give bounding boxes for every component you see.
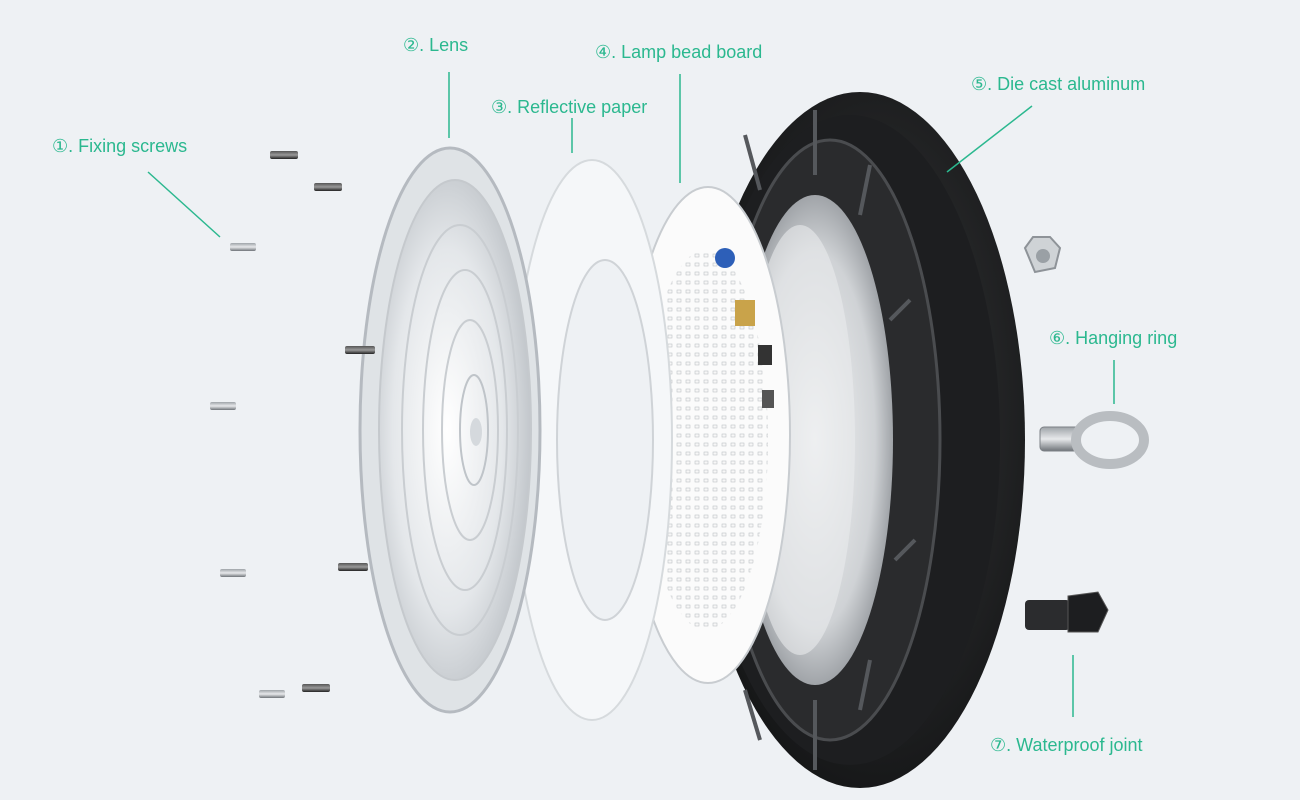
label-waterproof-joint: ⑦. Waterproof joint: [990, 735, 1143, 755]
leader-die-cast-aluminum: [947, 106, 1032, 172]
label-fixing-screws: ①. Fixing screws: [52, 136, 187, 156]
fixing-screws: [210, 151, 375, 698]
label-die-cast-aluminum: ⑤. Die cast aluminum: [971, 74, 1145, 94]
label-hanging-ring: ⑥. Hanging ring: [1049, 328, 1177, 348]
hex-nut: [1025, 237, 1060, 272]
hanging-ring: [1040, 416, 1144, 464]
label-lens: ②. Lens: [403, 35, 468, 55]
lens: [360, 148, 540, 712]
label-reflective-paper: ③. Reflective paper: [491, 97, 647, 117]
label-lamp-bead-board: ④. Lamp bead board: [595, 42, 762, 62]
waterproof-joint: [1025, 592, 1108, 632]
leader-fixing-screws: [148, 172, 220, 237]
